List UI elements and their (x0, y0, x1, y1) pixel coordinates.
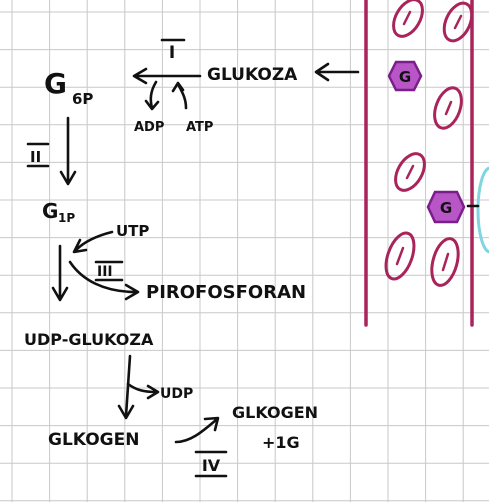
g1p-subscript: 1P (58, 211, 75, 225)
g6p-subscript: 6P (72, 90, 93, 108)
udp-glukoza-label: UDP-GLUKOZA (24, 330, 154, 349)
atp-label: ATP (186, 120, 213, 135)
step-1-label: I (169, 43, 175, 63)
utp-input-arrow (72, 230, 114, 254)
g6p-to-g1p-arrow (59, 116, 77, 186)
red-blood-cell (394, 152, 426, 192)
step-4-label: IV (202, 456, 221, 475)
plus-1g-label: +1G (262, 433, 300, 452)
glucose-uptake-arrow (314, 62, 360, 82)
red-blood-cell (433, 86, 463, 130)
red-blood-cell (442, 1, 474, 43)
glikogen-extension-arrow (174, 416, 220, 444)
udpg-to-glikogen-arrow (117, 354, 135, 420)
step-2-bars (26, 142, 50, 168)
g6p-label: G (44, 67, 67, 100)
adp-label: ADP (134, 120, 164, 135)
step-3-bars (94, 260, 124, 282)
glucose-molecule-bottom: G (426, 190, 466, 224)
g1p-to-udpg-arrow (51, 244, 69, 302)
glucose-symbol: G (399, 68, 411, 86)
edge-cell (476, 166, 489, 254)
step-3-label: III (97, 264, 113, 280)
step-2-label: II (30, 148, 41, 166)
red-blood-cell (392, 0, 424, 38)
glukoza-label: GLUKOZA (207, 65, 298, 85)
g1p-label: G (42, 199, 58, 223)
red-blood-cell (430, 237, 460, 287)
glucose-molecule-top: G (387, 60, 423, 92)
udp-release-arrow (126, 382, 160, 400)
glucose-symbol: G (440, 199, 452, 217)
glukoza-to-g6p-arrow (132, 67, 202, 85)
udp-label: UDP (160, 386, 193, 402)
adp-release-arrow (144, 80, 160, 111)
pyrophosphate-release-arrow (68, 260, 140, 301)
atp-consume-arrow (171, 81, 188, 110)
red-blood-cell (384, 231, 416, 281)
glikogen-label: GLKOGEN (48, 430, 139, 450)
pirofosforan-label: PIROFOSFORAN (146, 282, 306, 303)
utp-label: UTP (116, 222, 149, 240)
glikogen-plus-label: GLKOGEN (232, 403, 318, 422)
